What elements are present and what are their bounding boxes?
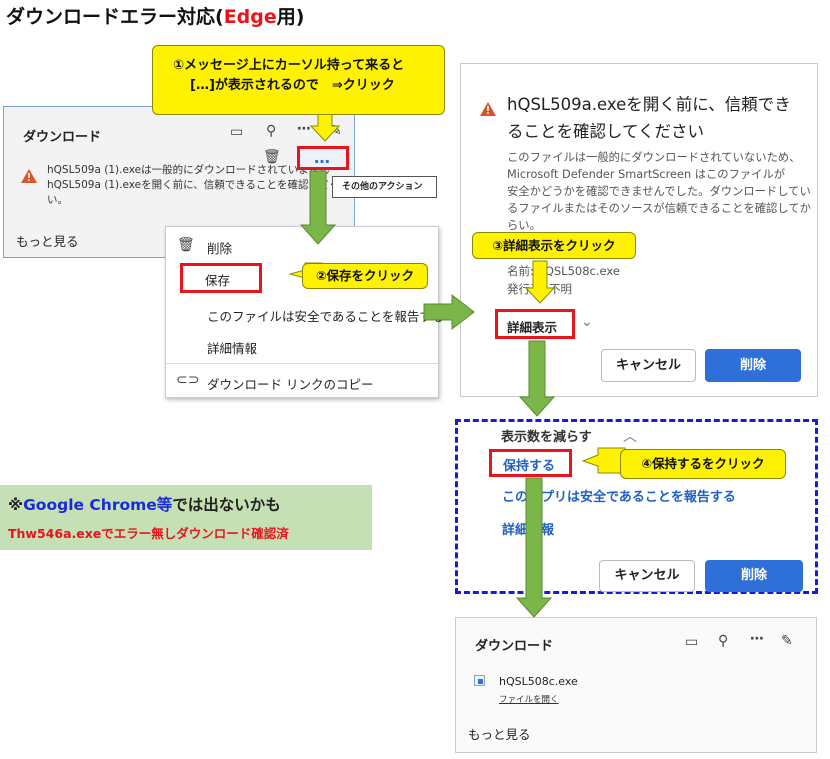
note-line1: ※Google Chrome等では出ないかも — [8, 496, 281, 514]
menu-item-delete[interactable]: 削除 — [207, 241, 233, 256]
page-title: ダウンロードエラー対応(Edge用) — [6, 6, 305, 28]
more-link[interactable]: もっと見る — [16, 234, 79, 249]
download-panel-title: ダウンロード — [475, 639, 554, 654]
download-panel-title: ダウンロード — [23, 130, 102, 145]
trash-icon[interactable]: 🗑 — [263, 149, 281, 165]
menu-item-save[interactable]: 保存 — [180, 263, 262, 293]
folder-icon[interactable]: ▭ — [685, 634, 699, 650]
menu-item-copy-link[interactable]: ダウンロード リンクのコピー — [207, 377, 374, 392]
folder-icon[interactable]: ▭ — [230, 124, 244, 140]
download-panel-success: ダウンロード ▭ ⚲ ⋯ ✎ hQSL508c.exe ファイルを開く もっと見… — [455, 617, 817, 753]
more-link[interactable]: もっと見る — [468, 727, 531, 742]
show-details-button[interactable]: 詳細表示 — [495, 309, 575, 339]
details-link[interactable]: 詳細情報 — [502, 523, 555, 538]
delete-button[interactable]: 削除 — [705, 560, 803, 592]
warning-message[interactable]: hQSL509a (1).exeは一般的にダウンロードされていません hQSL5… — [47, 164, 347, 206]
dialog-title: hQSL509a.exeを開く前に、信頼でき ることを確認してください — [507, 95, 791, 141]
keep-button[interactable]: 保持する — [489, 449, 572, 477]
menu-item-report[interactable]: このファイルは安全であることを報告する — [207, 309, 445, 324]
file-name: hQSL508c.exe — [499, 675, 578, 688]
menu-item-details[interactable]: 詳細情報 — [207, 341, 258, 356]
smartscreen-dialog: hQSL509a.exeを開く前に、信頼でき ることを確認してください このファ… — [460, 63, 818, 397]
pin-icon[interactable]: ✎ — [781, 633, 793, 649]
search-icon[interactable]: ⚲ — [266, 123, 277, 139]
file-name-line: 名前: hQSL508c.exe — [507, 264, 620, 278]
publisher-line: 発行元: 不明 — [507, 282, 573, 296]
warning-icon — [480, 102, 496, 116]
callout-step3: ③詳細表示をクリック — [472, 232, 636, 259]
context-menu: 🗑 削除 このファイルは安全であることを報告する 詳細情報 ⊂⊃ ダウンロード … — [165, 226, 444, 398]
pin-icon[interactable]: ✎ — [330, 123, 342, 139]
note-box: ※Google Chrome等では出ないかも Thw546a.exeでエラー無し… — [0, 485, 372, 550]
chevron-down-icon[interactable]: ⌄ — [581, 314, 593, 330]
dialog-body: このファイルは一般的にダウンロードされていないため、 Microsoft Def… — [507, 151, 811, 232]
report-app-link[interactable]: このアプリは安全であることを報告する — [502, 490, 736, 505]
callout-step1: ①メッセージ上にカーソル持って来ると […]が表示されるので ⇒クリック — [152, 45, 445, 115]
expanded-options: 表示数を減らす ︿ このアプリは安全であることを報告する 詳細情報 キャンセル … — [455, 419, 818, 594]
note-line2: Thw546a.exeでエラー無しダウンロード確認済 — [8, 526, 289, 541]
chevron-up-icon[interactable]: ︿ — [623, 429, 637, 445]
callout-step2: ②保存をクリック — [302, 263, 428, 289]
more-actions-tooltip: その他のアクション — [332, 176, 437, 198]
more-options-icon[interactable]: ⋯ — [297, 121, 311, 137]
more-actions-button[interactable]: … — [297, 146, 349, 170]
more-options-icon[interactable]: ⋯ — [750, 631, 764, 647]
warning-icon — [21, 169, 37, 183]
delete-button[interactable]: 削除 — [705, 349, 801, 382]
search-icon[interactable]: ⚲ — [718, 633, 729, 649]
link-icon: ⊂⊃ — [176, 372, 200, 388]
trash-icon: 🗑 — [177, 237, 195, 253]
callout-step4: ④保持するをクリック — [620, 449, 786, 479]
collapse-link[interactable]: 表示数を減らす — [501, 430, 592, 445]
cancel-button[interactable]: キャンセル — [599, 560, 695, 592]
open-file-link[interactable]: ファイルを開く — [499, 695, 559, 705]
file-icon — [474, 675, 485, 686]
menu-divider — [166, 363, 438, 364]
cancel-button[interactable]: キャンセル — [601, 349, 696, 382]
